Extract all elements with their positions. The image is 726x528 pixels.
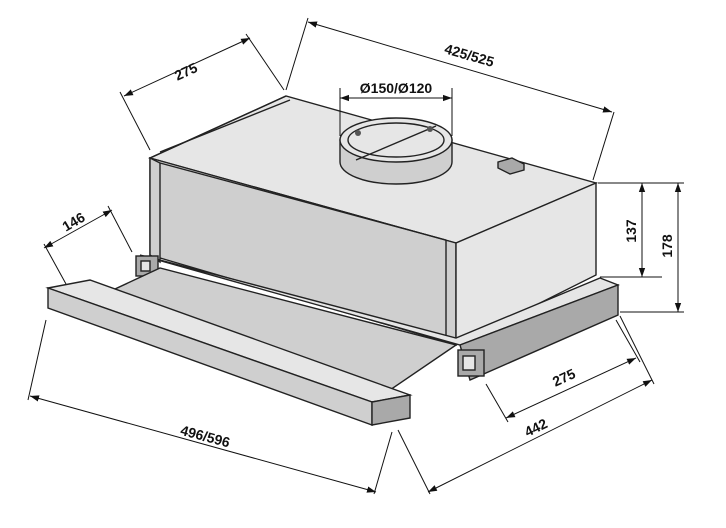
hood-front-top-edge [159, 162, 447, 241]
duct-damper [355, 125, 437, 161]
right-bracket-slot [462, 355, 476, 371]
dim-duct-diameter: Ø150/Ø120 [339, 80, 453, 136]
dim-front-width-label: 496/596 [179, 422, 232, 451]
dim-duct-diameter-label: Ø150/Ø120 [360, 80, 433, 96]
hood-body [45, 95, 620, 426]
dim-side-depth-label: 146 [59, 209, 87, 235]
dim-bottom-depth-label: 275 [550, 365, 578, 389]
dim-top-width-label: 425/525 [443, 41, 496, 70]
control-knob [497, 157, 525, 175]
dim-body-height: 137 [598, 182, 662, 278]
dim-body-height-label: 137 [623, 219, 639, 243]
dim-total-depth-label: 442 [522, 415, 550, 440]
hood-left-panel [149, 156, 161, 264]
dim-total-height: 178 [620, 182, 684, 313]
dim-total-height-label: 178 [659, 234, 675, 258]
hood-side-face [455, 181, 597, 347]
duct-collar-inner [347, 122, 445, 158]
duct-pin-left [355, 130, 361, 136]
duct-pin-right [427, 126, 433, 132]
hood-top-back-rim [159, 99, 291, 153]
duct-collar [339, 117, 453, 185]
dim-side-depth: 146 [43, 205, 133, 285]
left-bracket-slot [140, 260, 151, 272]
